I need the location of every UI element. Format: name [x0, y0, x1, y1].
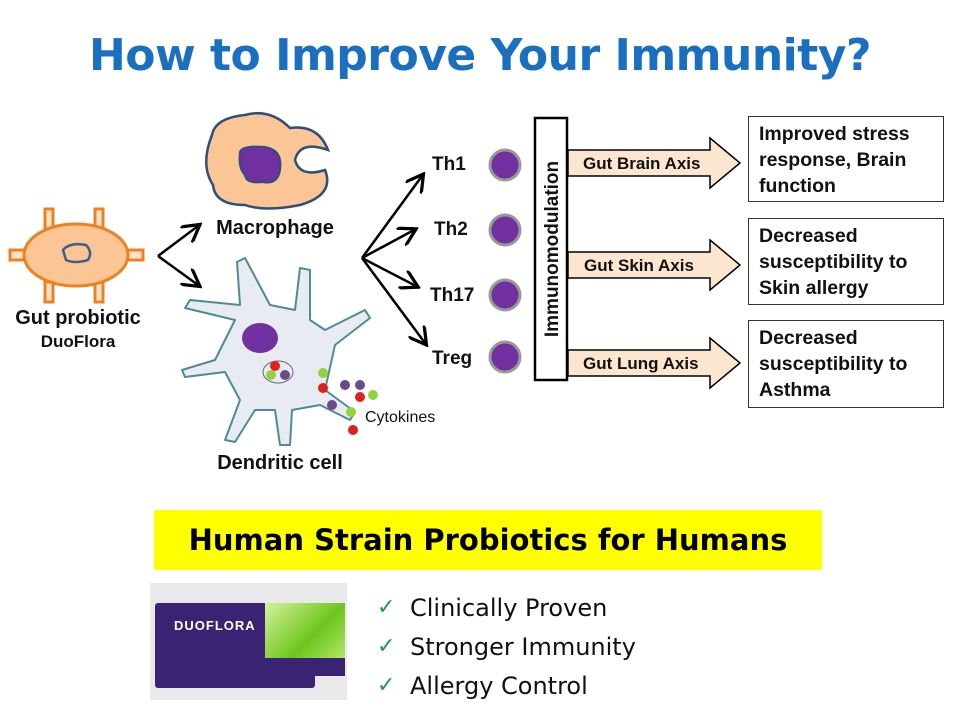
tcell-icon — [488, 340, 522, 374]
immunomodulation-box — [533, 116, 569, 382]
tcell-th2: Th2 — [434, 213, 522, 247]
tcell-treg: Treg — [432, 340, 522, 374]
tcell-th17: Th17 — [430, 278, 522, 312]
tcell-label: Th1 — [432, 154, 466, 175]
outcome-box-skin: Decreased susceptibility to Skin allergy — [748, 218, 944, 305]
immunity-diagram: Gut probiotic DuoFlora Macrophage Cytoki… — [8, 111, 742, 474]
outcome-box-asthma: Decreased susceptibility to Asthma — [748, 320, 944, 408]
arrows-tcells — [360, 176, 425, 343]
benefit-label: Stronger Immunity — [410, 632, 636, 661]
axis-label: Gut Skin Axis — [584, 256, 694, 275]
product-brand: DUOFLORA — [174, 618, 256, 633]
benefits-list: ✓ Clinically Proven ✓ Stronger Immunity ✓ A… — [377, 588, 636, 705]
dendritic-cell-icon — [181, 257, 371, 446]
product-image: DUOFLORA — [150, 583, 347, 700]
macrophage-label: Macrophage — [216, 217, 334, 239]
arrows-probiotic — [157, 226, 198, 285]
tcell-th1: Th1 — [432, 148, 522, 182]
benefit-item: ✓ Clinically Proven — [377, 588, 636, 627]
axis-arrow-lung: Gut Lung Axis — [567, 336, 742, 390]
tcell-label: Th17 — [430, 285, 474, 306]
axis-label: Gut Lung Axis — [583, 354, 699, 373]
probiotic-name: DuoFlora — [41, 332, 116, 351]
tcell-icon — [488, 213, 522, 247]
check-icon: ✓ — [377, 673, 396, 698]
axis-label: Gut Brain Axis — [583, 154, 700, 173]
axis-arrow-skin: Gut Skin Axis — [567, 238, 742, 292]
probiotic-label: Gut probiotic — [15, 307, 141, 329]
immunomodulation-label: Immunomodulation — [542, 161, 563, 337]
tcell-label: Th2 — [434, 219, 468, 240]
banner: Human Strain Probiotics for Humans — [154, 510, 822, 570]
page-title: How to Improve Your Immunity? — [88, 30, 872, 81]
benefit-label: Clinically Proven — [410, 593, 608, 622]
benefit-label: Allergy Control — [410, 671, 588, 700]
outcome-box-brain: Improved stress response, Brain function — [748, 116, 944, 202]
check-icon: ✓ — [377, 595, 396, 620]
probiotic-cell-icon — [8, 207, 145, 304]
benefit-item: ✓ Allergy Control — [377, 666, 636, 705]
cytokines-label: Cytokines — [365, 409, 435, 426]
macrophage-icon — [205, 111, 331, 210]
tcell-label: Treg — [432, 348, 472, 369]
benefit-item: ✓ Stronger Immunity — [377, 627, 636, 666]
cytokines-icon — [318, 368, 378, 435]
axis-arrow-brain: Gut Brain Axis — [567, 136, 742, 190]
dendritic-label: Dendritic cell — [217, 452, 343, 474]
tcell-icon — [488, 278, 522, 312]
tcell-icon — [488, 148, 522, 182]
check-icon: ✓ — [377, 634, 396, 659]
